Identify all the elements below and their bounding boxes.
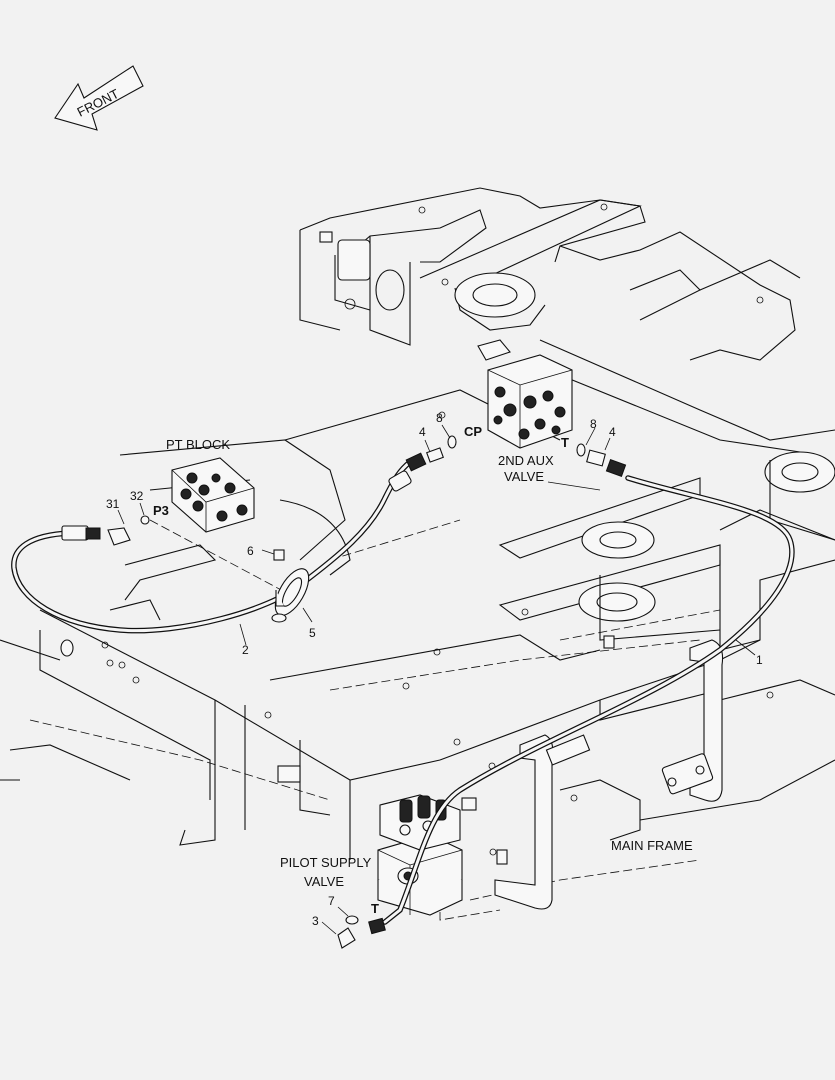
fittings — [61, 435, 627, 949]
callout-1: 1 — [756, 653, 763, 667]
pt-block — [171, 457, 255, 533]
component-labels: PT BLOCK 2ND AUX VALVE PILOT SUPPLY VALV… — [166, 437, 693, 889]
pt-block-label: PT BLOCK — [166, 437, 230, 452]
callout-32: 32 — [130, 489, 144, 503]
callout-2: 2 — [242, 643, 249, 657]
callout-8-right: 8 — [590, 417, 597, 431]
port-t-pilot-label: T — [371, 901, 379, 916]
port-cp-label: CP — [464, 424, 482, 439]
port-labels: P3 CP T T — [153, 424, 569, 916]
pilot-valve-label-line1: PILOT SUPPLY — [280, 855, 372, 870]
front-arrow-icon: FRONT — [54, 65, 144, 131]
main-frame-label: MAIN FRAME — [611, 838, 693, 853]
aux-valve-label-line1: 2ND AUX — [498, 453, 554, 468]
port-p3-label: P3 — [153, 503, 169, 518]
callout-4-right: 4 — [609, 425, 616, 439]
main-frame-structure — [0, 187, 835, 921]
hose-2 — [11, 459, 413, 634]
callout-4-left: 4 — [419, 425, 426, 439]
leader-lines — [117, 424, 756, 935]
hose-1 — [382, 475, 795, 925]
callout-31: 31 — [106, 497, 120, 511]
callout-3: 3 — [312, 914, 319, 928]
callout-6: 6 — [247, 544, 254, 558]
callout-5: 5 — [309, 626, 316, 640]
callout-numbers: 31 32 6 5 2 4 8 8 4 1 7 3 — [106, 411, 763, 928]
callout-7: 7 — [328, 894, 335, 908]
aux-valve-label-line2: VALVE — [504, 469, 544, 484]
port-t-aux-label: T — [561, 435, 569, 450]
callout-8-left: 8 — [436, 411, 443, 425]
second-aux-valve — [477, 339, 573, 449]
pilot-valve-label-line2: VALVE — [304, 874, 344, 889]
